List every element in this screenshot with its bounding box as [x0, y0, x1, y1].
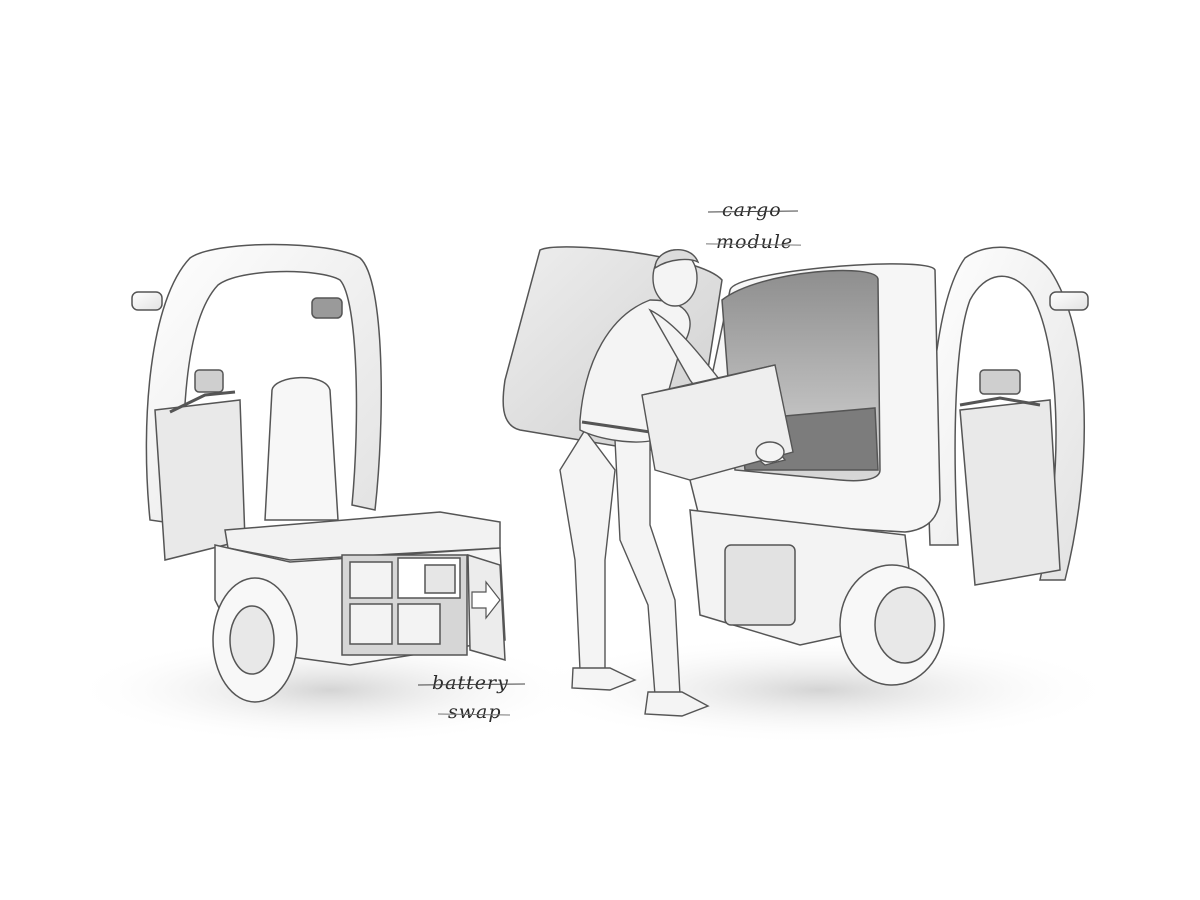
cargo-label-line2: module — [716, 231, 794, 253]
right-vehicle-wheel-hub — [874, 586, 936, 664]
person-back-leg — [559, 428, 616, 673]
left-vehicle-mirror-right — [311, 297, 343, 319]
carried-box-top — [641, 364, 776, 396]
battery-label-line1: battery — [432, 672, 509, 694]
left-vehicle-wheel-hub — [229, 605, 275, 675]
battery-pack-2 — [349, 603, 393, 645]
battery-pack-1 — [349, 561, 393, 599]
right-vehicle-mirror — [1049, 291, 1089, 311]
right-vehicle-handlebar — [959, 396, 1041, 407]
left-vehicle-dashboard — [194, 369, 224, 393]
right-vehicle-rear-panel — [724, 544, 796, 626]
left-vehicle-seat — [264, 376, 339, 521]
battery-pack-sliding-face — [424, 564, 456, 594]
right-vehicle-roof-frame — [928, 246, 1086, 581]
battery-pack-3 — [397, 603, 441, 645]
battery-label-line2: swap — [448, 701, 502, 723]
right-vehicle-dashboard — [979, 369, 1021, 395]
cargo-label-line1: cargo — [722, 199, 782, 221]
battery-swap-label-2: swap — [437, 701, 510, 723]
battery-swap-label: battery — [417, 672, 525, 694]
cargo-module-label-2: module — [705, 231, 802, 253]
left-vehicle-handlebar — [169, 390, 236, 414]
person-hand — [755, 441, 785, 463]
person-belt — [581, 420, 651, 434]
cargo-module-label: cargo — [707, 199, 798, 221]
ground-shadow-left — [70, 635, 590, 745]
left-vehicle — [131, 243, 506, 703]
person-hair — [654, 248, 700, 270]
right-vehicle-cabin — [959, 399, 1061, 586]
person-back-shoe — [571, 667, 637, 691]
battery-swap-arrow — [471, 580, 501, 620]
person-front-shoe — [644, 691, 710, 717]
left-vehicle-mirror-left — [131, 291, 163, 311]
delivery-person — [559, 248, 794, 717]
